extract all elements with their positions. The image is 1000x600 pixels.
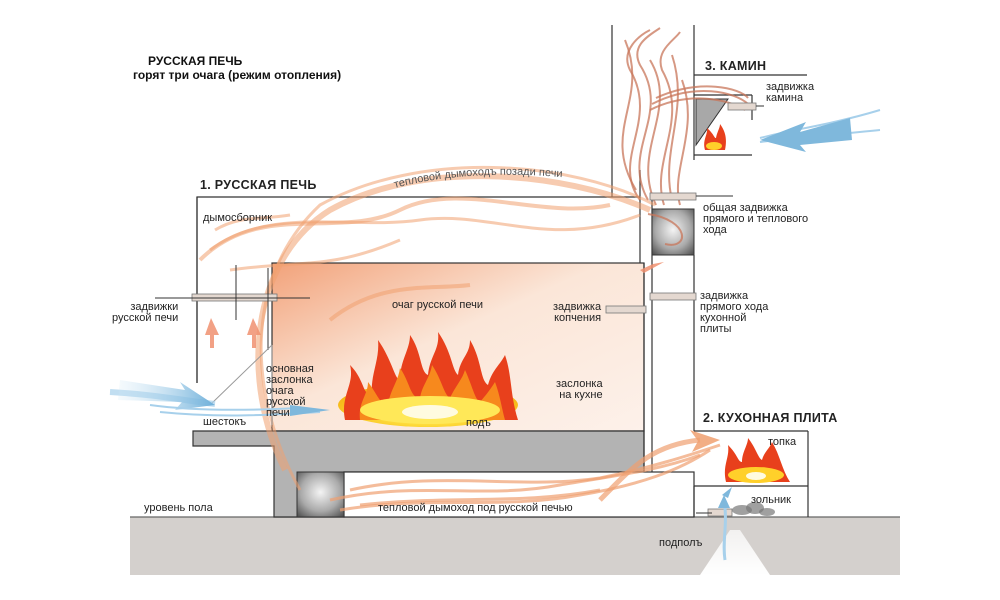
chimney-structure	[611, 25, 809, 517]
label-direct-damper: задвижка прямого хода кухонной плиты	[700, 290, 769, 335]
fireplace-flames	[704, 124, 726, 150]
floor-ground	[130, 517, 900, 575]
label-stove-dampers: задвижки русской печи	[112, 301, 179, 324]
cold-air-underfloor	[718, 487, 732, 561]
underfloor-air-cone	[700, 530, 770, 575]
damper-leader-lines	[155, 105, 764, 514]
cold-air-fireplace	[759, 109, 881, 152]
under-flue-swirl	[296, 471, 345, 518]
section-russian-stove: 1. РУССКАЯ ПЕЧЬ	[200, 178, 317, 192]
cold-air-main	[109, 380, 330, 417]
label-ashpit: зольник	[751, 494, 791, 506]
label-firebox: топка	[768, 436, 797, 448]
hot-gas-arcs	[198, 165, 656, 491]
label-fireplace-damper: задвижка камина	[766, 81, 815, 104]
fireplace-structure	[693, 75, 753, 160]
label-smoking-damper: задвижка копчения	[553, 301, 602, 324]
heat-flue-behind-label: тепловой дымоходъ позади печи	[393, 166, 563, 191]
diagram-subtitle: горят три очага (режим отопления)	[133, 68, 342, 82]
draft-arrows	[205, 262, 664, 348]
label-hearth: очаг русской печи	[392, 299, 484, 311]
section-kitchen-stove: 2. КУХОННАЯ ПЛИТА	[703, 411, 838, 425]
section-fireplace: 3. КАМИН	[705, 59, 767, 73]
label-under: подъ	[466, 417, 491, 429]
label-heat-flue-under: тепловой дымоход под русской печью	[378, 502, 573, 514]
main-shutter-lines	[209, 344, 273, 425]
label-common-damper: общая задвижка прямого и теплового хода	[703, 202, 809, 236]
diagram-title: РУССКАЯ ПЕЧЬ	[148, 54, 243, 68]
label-floor-level: уровень пола	[144, 502, 213, 514]
ash-smoke	[732, 502, 775, 516]
label-kitchen-shutter: заслонка на кухне	[556, 378, 603, 401]
under-flue-channel	[343, 471, 695, 518]
label-main-shutter: основная заслонка очага русской печи	[266, 363, 314, 419]
hearth-flames	[338, 332, 518, 427]
chimney-smoke-flow	[621, 27, 749, 246]
russian-stove-structure	[196, 170, 641, 383]
label-underfloor: подполъ	[659, 537, 703, 549]
label-shestok: шестокъ	[203, 416, 247, 428]
kitchen-flames	[724, 438, 790, 483]
label-smoke-collector: дымосборник	[203, 212, 273, 224]
under-flue-gas	[329, 443, 721, 512]
kitchen-gas-arrow	[598, 430, 720, 502]
